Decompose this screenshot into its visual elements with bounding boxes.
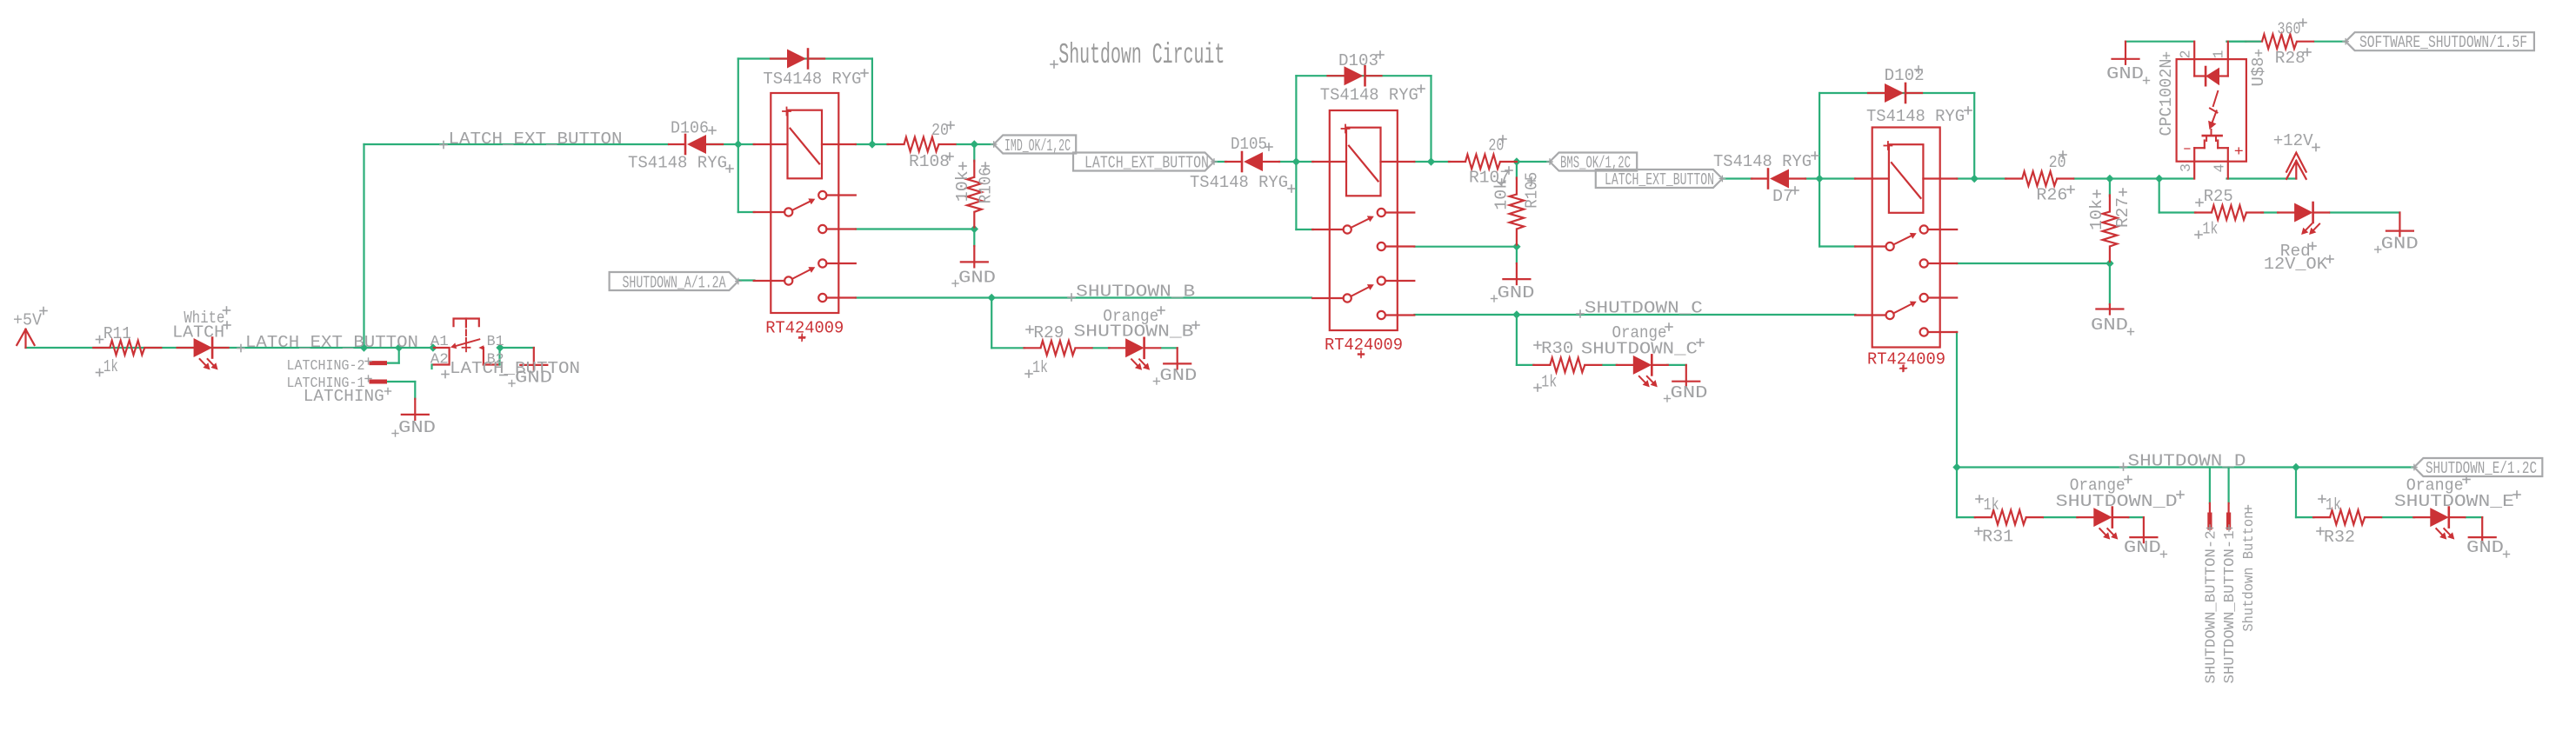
svg-text:B1: B1 [487,333,504,349]
svg-text:D106: D106 [671,118,709,137]
svg-text:10k: 10k [1492,179,1512,210]
svg-text:GND: GND [1159,366,1197,385]
svg-text:SHUTDOWN_BUTTON-2: SHUTDOWN_BUTTON-2 [2204,530,2220,683]
svg-text:CPC1002N: CPC1002N [2157,59,2176,136]
svg-text:R32: R32 [2324,528,2355,547]
svg-text:+5V: +5V [13,311,42,330]
svg-text:Orange: Orange [1612,323,1667,342]
svg-text:1k: 1k [1032,358,1048,377]
svg-text:SHUTDOWN_B: SHUTDOWN_B [1076,283,1195,302]
svg-text:SHUTDOWN_BUTTON-1: SHUTDOWN_BUTTON-1 [2222,530,2239,683]
svg-text:D7: D7 [1772,187,1793,206]
svg-text:Orange: Orange [2406,476,2464,495]
svg-text:IMD_OK/1,2C: IMD_OK/1,2C [1004,136,1071,156]
svg-text:LATCH_EXT_BUTTON: LATCH_EXT_BUTTON [1084,154,1209,173]
svg-text:GND: GND [958,269,996,288]
svg-text:R11: R11 [103,324,131,343]
svg-text:GND: GND [1671,383,1708,402]
svg-text:R105: R105 [1522,172,1541,209]
svg-text:LATCH_EXT_BUTTON: LATCH_EXT_BUTTON [449,130,623,149]
svg-text:R108: R108 [909,152,950,171]
svg-text:B2: B2 [487,350,504,367]
svg-text:1k: 1k [2202,220,2218,239]
svg-text:SHUTDOWN_D: SHUTDOWN_D [2056,492,2178,511]
svg-text:1k: 1k [2326,495,2341,515]
svg-text:+: + [2234,143,2244,160]
svg-text:TS4148 RYG: TS4148 RYG [1866,107,1965,126]
svg-text:SHUTDOWN_B: SHUTDOWN_B [1074,322,1194,342]
svg-text:+12V: +12V [2273,131,2313,150]
svg-text:R26: R26 [2036,185,2067,204]
svg-text:4: 4 [2212,163,2228,172]
svg-text:R27: R27 [2113,197,2132,228]
svg-text:GND: GND [2124,538,2161,557]
svg-text:1k: 1k [1541,373,1557,392]
svg-text:1k: 1k [103,357,118,376]
svg-text:R30: R30 [1541,339,1573,358]
svg-text:TS4148 RYG: TS4148 RYG [763,70,861,89]
svg-text:SHUTDOWN_C: SHUTDOWN_C [1585,299,1703,318]
svg-text:SOFTWARE_SHUTDOWN/1.5F: SOFTWARE_SHUTDOWN/1.5F [2359,33,2527,52]
svg-text:−: − [2183,142,2191,158]
svg-text:LATCHING: LATCHING [304,387,384,406]
svg-text:10k: 10k [2087,199,2106,230]
svg-text:U$8: U$8 [2249,57,2268,87]
svg-text:RT424009: RT424009 [1325,336,1403,355]
svg-text:R28: R28 [2275,49,2306,68]
svg-text:LATCH: LATCH [172,323,224,342]
svg-text:LATCHING-2: LATCHING-2 [287,357,365,374]
svg-text:TS4148 RYG: TS4148 RYG [1320,86,1418,105]
svg-text:Shutdown Button: Shutdown Button [2241,511,2258,632]
svg-text:GND: GND [515,369,552,388]
svg-text:SHUTDOWN_A/1.2A: SHUTDOWN_A/1.2A [623,274,726,293]
svg-text:20: 20 [1488,136,1504,156]
svg-text:SHUTDOWN_C: SHUTDOWN_C [1581,340,1698,359]
svg-text:LATCH_EXT_BUTTON: LATCH_EXT_BUTTON [1605,170,1714,189]
svg-text:LATCH_EXT_BUTTON: LATCH_EXT_BUTTON [245,333,418,352]
svg-text:Orange: Orange [2070,476,2126,495]
svg-text:TS4148 RYG: TS4148 RYG [1713,152,1812,171]
svg-text:10k: 10k [953,170,972,202]
svg-text:20: 20 [931,121,949,140]
svg-text:GND: GND [2106,64,2144,83]
svg-text:GND: GND [2381,235,2419,254]
svg-text:SHUTDOWN_E/1.2C: SHUTDOWN_E/1.2C [2426,459,2537,478]
svg-text:RT424009: RT424009 [765,319,844,338]
svg-text:R106: R106 [977,167,996,203]
svg-text:GND: GND [2091,316,2128,335]
svg-text:Shutdown Circuit: Shutdown Circuit [1058,39,1225,72]
svg-text:R29: R29 [1033,323,1064,342]
svg-text:GND: GND [2466,538,2504,557]
svg-text:D105: D105 [1231,135,1267,154]
svg-text:2: 2 [2178,50,2194,59]
svg-text:TS4148 RYG: TS4148 RYG [1190,173,1288,192]
svg-text:R25: R25 [2204,187,2233,206]
svg-text:A2: A2 [430,350,449,367]
svg-text:20: 20 [2049,153,2066,172]
svg-text:SHUTDOWN_E: SHUTDOWN_E [2394,492,2514,511]
svg-text:Red: Red [2280,242,2311,261]
svg-text:1k: 1k [1984,495,1999,515]
svg-text:1: 1 [2211,50,2227,58]
svg-text:12V_OK: 12V_OK [2264,255,2327,274]
svg-text:R31: R31 [1982,528,2013,547]
svg-text:RT424009: RT424009 [1867,350,1945,369]
svg-text:GND: GND [398,418,436,437]
svg-text:BMS_OK/1,2C: BMS_OK/1,2C [1560,154,1631,173]
svg-text:LATCHING-1: LATCHING-1 [287,375,365,391]
svg-text:3: 3 [2178,163,2194,172]
svg-text:GND: GND [1498,283,1535,303]
svg-text:SHUTDOWN_D: SHUTDOWN_D [2128,452,2246,471]
svg-text:TS4148 RYG: TS4148 RYG [628,154,727,173]
svg-text:A1: A1 [430,333,449,349]
svg-text:D102: D102 [1885,66,1925,85]
svg-text:D103: D103 [1338,51,1378,70]
svg-text:LATCH_BUTTON: LATCH_BUTTON [450,359,580,378]
svg-text:Orange: Orange [1103,307,1158,326]
svg-text:White: White [184,309,224,328]
svg-text:360: 360 [2278,20,2301,39]
